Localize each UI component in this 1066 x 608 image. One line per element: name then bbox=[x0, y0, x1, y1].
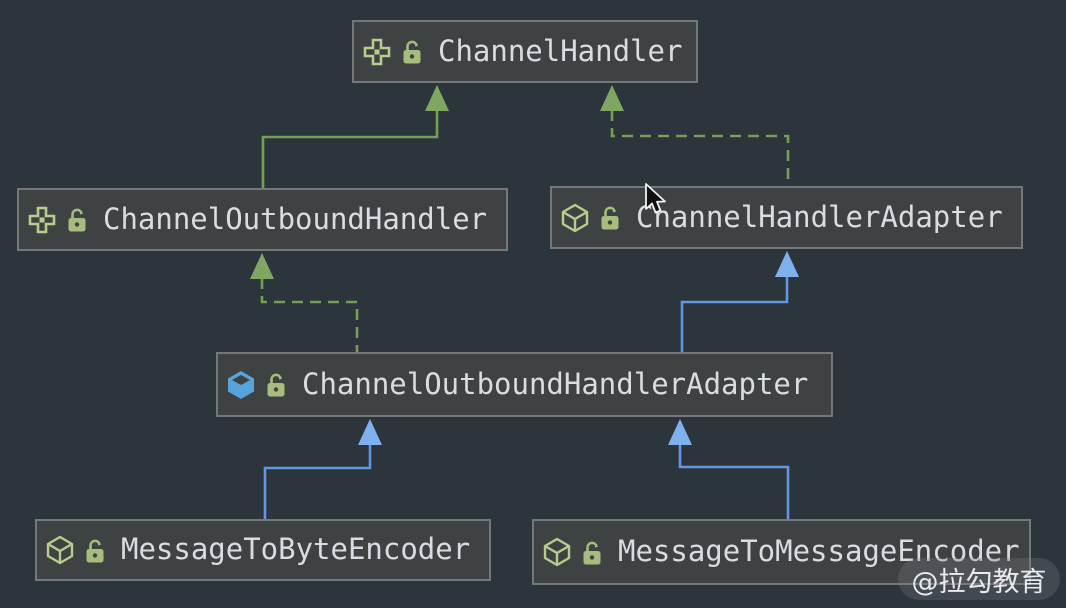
watermark-badge: @拉勾教育 bbox=[898, 558, 1060, 600]
edge-channeloutboundhandleradapter-implements-channeloutboundhandler bbox=[250, 253, 359, 352]
class-name-label: ChannelHandlerAdapter bbox=[636, 199, 1003, 234]
lock-icon bbox=[600, 204, 620, 231]
arrowhead bbox=[250, 253, 274, 279]
class-name-label: ChannelHandler bbox=[438, 33, 683, 68]
lock-icon bbox=[266, 371, 286, 398]
lock-icon bbox=[67, 206, 87, 233]
edge-channelhandleradapter-implements-channelhandler bbox=[600, 85, 790, 186]
mouse-cursor bbox=[644, 183, 668, 217]
lock-icon bbox=[402, 38, 422, 65]
class-icon bbox=[560, 203, 590, 233]
edge-channeloutboundhandleradapter-extends-channelhandleradapter bbox=[680, 251, 799, 352]
class-name-label: ChannelOutboundHandler bbox=[103, 201, 488, 236]
class-icon bbox=[45, 535, 75, 565]
arrowhead bbox=[600, 85, 624, 111]
class-name-label: MessageToByteEncoder bbox=[121, 532, 471, 566]
class-node-messagetobyteencoder[interactable]: MessageToByteEncoder bbox=[35, 519, 491, 581]
edge-messagetomessageencoder-extends-channeloutboundhandleradapter bbox=[668, 419, 790, 519]
interface-icon bbox=[27, 205, 57, 235]
class-node-channelhandler[interactable]: ChannelHandler bbox=[352, 20, 698, 83]
class-icon-selected bbox=[226, 370, 256, 400]
arrowhead bbox=[425, 85, 449, 111]
class-node-messagetomessageencoder[interactable]: MessageToMessageEncoder bbox=[532, 519, 1031, 585]
edge-messagetobyteencoder-extends-channeloutboundhandleradapter bbox=[263, 419, 382, 519]
lock-icon bbox=[582, 539, 602, 566]
edge-channeloutboundhandler-extends-channelhandler bbox=[261, 85, 449, 188]
arrowhead bbox=[358, 419, 382, 445]
class-name-label: ChannelOutboundHandlerAdapter bbox=[302, 366, 809, 401]
arrowhead bbox=[775, 251, 799, 277]
arrowhead bbox=[668, 419, 692, 445]
watermark-text: @拉勾教育 bbox=[911, 566, 1047, 598]
class-node-channeloutboundhandler[interactable]: ChannelOutboundHandler bbox=[17, 188, 508, 251]
class-node-channelhandleradapter[interactable]: ChannelHandlerAdapter bbox=[550, 186, 1023, 249]
class-node-channeloutboundhandleradapter[interactable]: ChannelOutboundHandlerAdapter bbox=[216, 352, 833, 417]
lock-icon bbox=[85, 537, 105, 564]
class-name-label: MessageToMessageEncoder bbox=[618, 534, 1020, 568]
interface-icon bbox=[362, 37, 392, 67]
class-icon bbox=[542, 537, 572, 567]
